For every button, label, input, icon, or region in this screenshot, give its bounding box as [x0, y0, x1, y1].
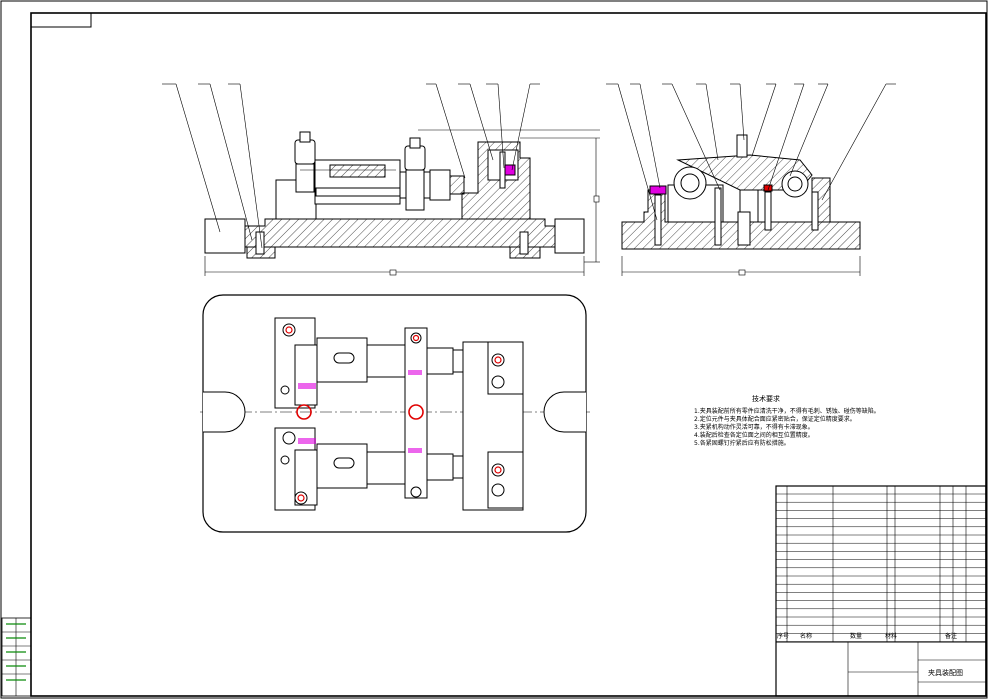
notes-line-3: 3.夹紧机构动作灵活可靠，不得有卡滞现象。 — [694, 423, 814, 431]
left-margin-stamp — [6, 623, 26, 681]
notes-heading: 技术要求 — [752, 394, 780, 403]
parts-header-no: 序号 — [777, 632, 789, 640]
notes-line-1: 1.夹具装配前所有零件应清洗干净，不得有毛刺、锈蚀、碰伤等缺陷。 — [694, 407, 880, 415]
parts-header-material: 材料 — [885, 632, 897, 640]
notes-line-2: 2.定位元件与夹具体配合面应紧密贴合，保证定位精度要求。 — [694, 415, 856, 423]
top-view — [200, 294, 590, 533]
parts-header-remark: 备注 — [945, 632, 957, 640]
side-view — [606, 83, 896, 276]
notes-line-4: 4.装配后检查各定位面之间的相互位置精度。 — [694, 431, 814, 439]
parts-header-name: 名称 — [800, 632, 812, 640]
title-block-name: 夹具装配图 — [928, 668, 963, 677]
parts-header-qty: 数量 — [850, 632, 862, 640]
notes-line-5: 5.各紧固螺钉拧紧后应有防松措施。 — [694, 439, 790, 447]
parts-header: 序号 名称 数量 材料 备注 — [777, 632, 957, 640]
technical-notes: 技术要求 1.夹具装配前所有零件应清洗干净，不得有毛刺、锈蚀、碰伤等缺陷。 2.… — [694, 394, 880, 447]
parts-list — [775, 485, 987, 697]
front-view — [162, 83, 600, 276]
